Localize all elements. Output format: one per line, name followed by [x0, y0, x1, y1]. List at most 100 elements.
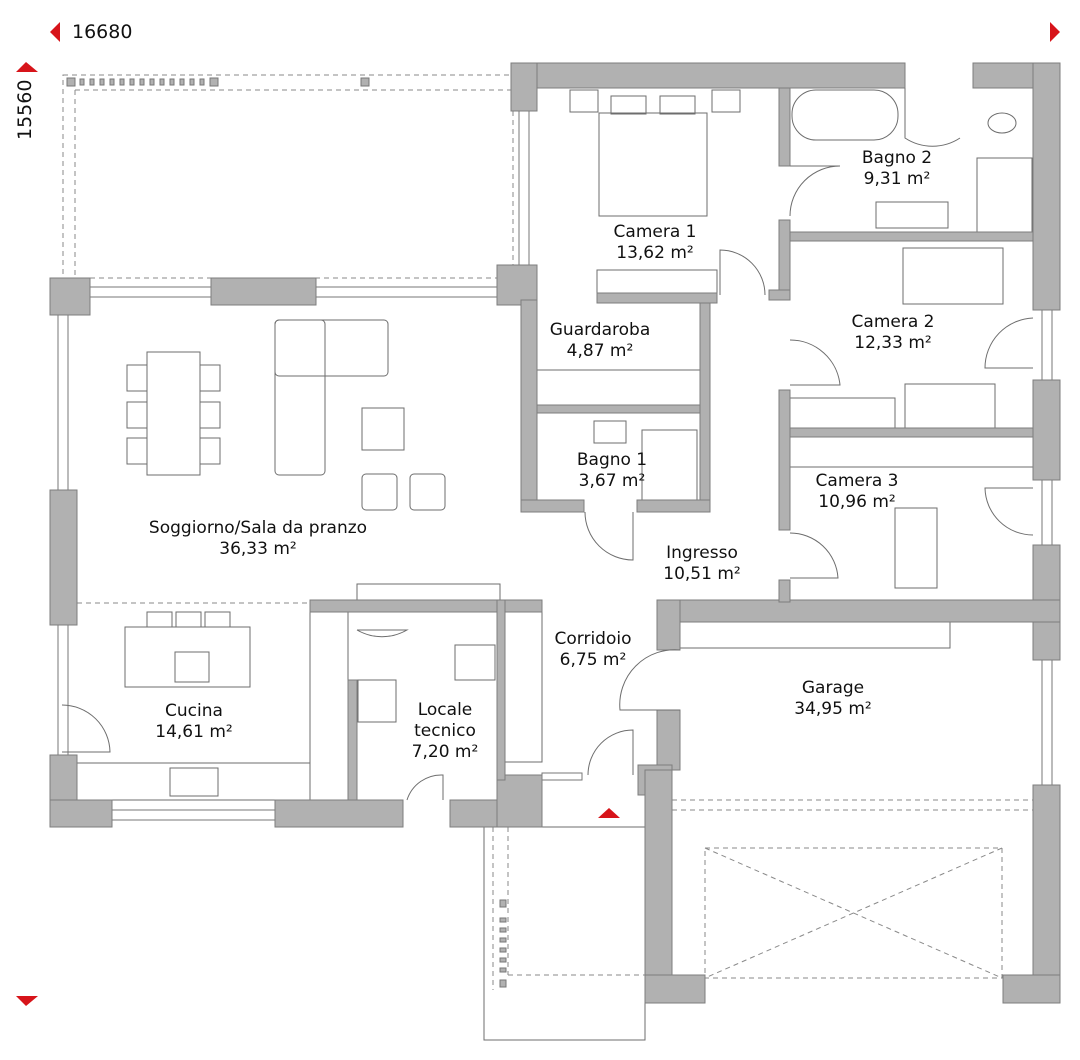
wall [1032, 379, 1061, 481]
wall [778, 579, 791, 603]
wall [768, 289, 791, 301]
furniture-item [894, 507, 938, 589]
wall [789, 427, 1034, 438]
furniture-item [904, 383, 996, 429]
room-name: Bagno 1 [576, 450, 648, 470]
dashed-outlines [62, 74, 1033, 990]
furniture-item [641, 429, 698, 501]
post [129, 78, 135, 86]
furniture-item [274, 319, 326, 476]
wall [778, 389, 791, 531]
post [499, 927, 507, 933]
wall [596, 292, 718, 304]
wall [644, 769, 673, 1004]
room-name: Soggiorno/Sala da pranzo [148, 518, 368, 538]
post [139, 78, 145, 86]
wall [49, 799, 113, 828]
room-area: 13,62 m² [616, 243, 694, 263]
window [89, 286, 212, 298]
post [499, 899, 507, 908]
room-area: 4,87 m² [566, 341, 634, 361]
furniture-item [174, 651, 210, 683]
furniture-item [274, 319, 389, 377]
wall [656, 599, 681, 651]
post [179, 78, 185, 86]
post [99, 78, 105, 86]
door-swing [719, 249, 766, 296]
room-name: Cucina [165, 701, 223, 721]
height-dimension: 15560 [14, 79, 36, 140]
furniture-item [126, 437, 148, 465]
post [109, 78, 115, 86]
wall [520, 499, 585, 513]
furniture-item [361, 407, 405, 451]
furniture-item [169, 767, 219, 797]
wall [656, 599, 1061, 623]
post [79, 78, 85, 86]
arrow-left-icon [50, 22, 60, 42]
furniture-item [610, 95, 647, 115]
furniture-item [409, 473, 446, 511]
toilet [987, 112, 1017, 134]
post [149, 78, 155, 86]
furniture-item [309, 611, 349, 801]
furniture-item [76, 762, 311, 801]
arrow-up-icon [16, 62, 38, 72]
post [159, 78, 165, 86]
wall [496, 774, 543, 828]
window [1041, 479, 1053, 546]
furniture-item [791, 89, 899, 141]
wall [536, 404, 701, 414]
window [518, 110, 530, 266]
room-name: Ingresso [666, 543, 738, 563]
window [111, 809, 276, 821]
wall [1002, 974, 1061, 1004]
wall [49, 489, 78, 626]
furniture-item [593, 420, 627, 444]
room-name: Corridoio [554, 629, 632, 649]
wall [510, 62, 906, 89]
post [499, 957, 507, 963]
room-area: 36,33 m² [219, 539, 297, 559]
furniture-item [976, 157, 1033, 233]
room-area: 6,75 m² [559, 650, 627, 670]
post [66, 77, 76, 87]
furniture [76, 89, 1034, 1041]
furniture-item [199, 437, 221, 465]
post [499, 967, 507, 973]
post [199, 78, 205, 86]
post [119, 78, 125, 86]
wall [656, 709, 681, 771]
post [499, 947, 507, 953]
window [1041, 309, 1053, 381]
furniture-item [361, 473, 398, 511]
room-area: 10,51 m² [663, 564, 741, 584]
wall [496, 599, 506, 781]
furniture-item [124, 626, 251, 688]
door-swing [584, 511, 634, 561]
furniture-item [875, 201, 949, 229]
wall [309, 599, 543, 613]
dashed-line [704, 847, 1003, 979]
post [209, 77, 219, 87]
door-swing [904, 88, 961, 147]
room-area: 3,67 m² [578, 471, 646, 491]
furniture-item [536, 369, 701, 406]
post [499, 979, 507, 988]
post [189, 78, 195, 86]
wall [496, 264, 538, 306]
wall [510, 62, 538, 112]
furniture-item [711, 89, 741, 113]
door-swing [406, 774, 444, 801]
room-name: Locale tecnico [414, 700, 476, 741]
walls [49, 62, 1061, 1004]
room-name: Camera 3 [815, 471, 899, 491]
